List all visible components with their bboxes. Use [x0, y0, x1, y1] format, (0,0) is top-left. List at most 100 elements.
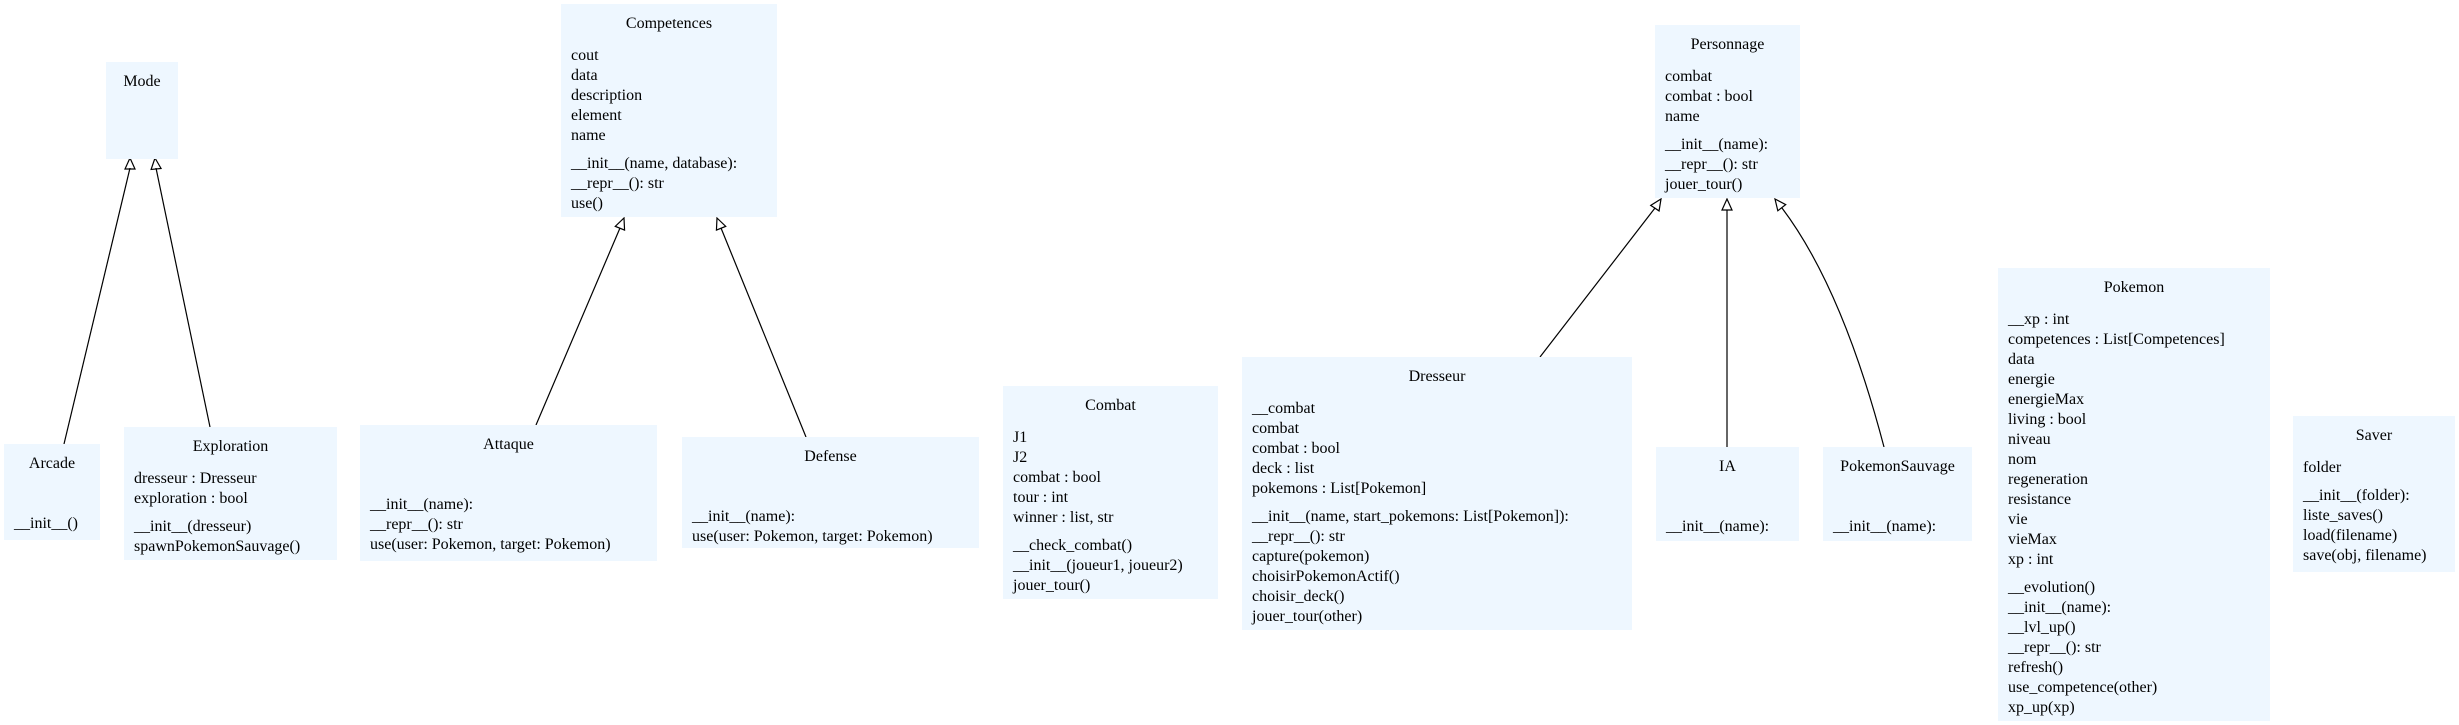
class-arcade: Arcade __init__(): [4, 444, 100, 540]
class-attributes: dresseur : Dresseur exploration : bool: [134, 469, 327, 509]
attribute: niveau: [2008, 431, 2051, 448]
method: __init__(name):: [1666, 518, 1770, 535]
method: __init__(name):: [692, 508, 796, 525]
class-name: Dresseur: [1408, 368, 1466, 385]
inheritance-edge-defense-competences: [715, 216, 807, 438]
hollow-arrowhead: [1649, 197, 1662, 212]
method: refresh(): [2008, 659, 2064, 676]
attribute: combat : bool: [1252, 440, 1340, 457]
method: __repr__(): str: [1252, 528, 1345, 545]
method: __repr__(): str: [1665, 156, 1758, 173]
attribute: dresseur : Dresseur: [134, 470, 257, 487]
class-attributes: [1666, 489, 1789, 509]
attribute: deck : list: [1252, 460, 1315, 477]
class-defense: Defense __init__(name): use(user: Pokemon,…: [682, 437, 979, 548]
class-name: Mode: [123, 73, 161, 90]
method: use(user: Pokemon, target: Pokemon): [692, 528, 933, 545]
method: save(obj, filename): [2303, 547, 2427, 564]
hollow-arrowhead: [124, 156, 136, 170]
hollow-arrowhead: [150, 156, 163, 171]
attribute: description: [571, 87, 643, 104]
attribute: resistance: [2008, 491, 2072, 508]
attribute: element: [571, 107, 622, 124]
class-methods: __init__(): [14, 514, 90, 534]
inheritance-edge-attaque-competences: [535, 216, 626, 426]
method: jouer_tour(): [1665, 176, 1743, 193]
method: __repr__(): str: [370, 516, 463, 533]
method: capture(pokemon): [1252, 548, 1370, 565]
method: load(filename): [2303, 527, 2398, 544]
method: __init__(name):: [1665, 136, 1769, 153]
inheritance-edge-pokemonsauvage-personnage: [1774, 197, 1885, 448]
hollow-arrowhead: [715, 216, 727, 231]
class-name: Saver: [2355, 427, 2393, 444]
class-methods: __init__(folder):liste_saves()load(filen…: [2303, 486, 2445, 566]
class-methods: __init__(name): __repr__(): str jouer_tour…: [1665, 135, 1790, 195]
method: __init__(name):: [370, 496, 474, 513]
class-methods: __init__(name):: [1666, 517, 1789, 537]
attribute: combat: [1252, 420, 1300, 437]
method: use(): [571, 195, 603, 212]
class-methods: __check_combat()__init__(joueur1, joueur…: [1013, 536, 1208, 596]
class-mode: Mode: [106, 62, 178, 159]
method: xp_up(xp): [2008, 699, 2075, 716]
class-name: Competences: [625, 15, 713, 32]
method: __evolution(): [2008, 579, 2096, 596]
class-methods: __init__(name):: [1833, 517, 1962, 537]
attribute: energie: [2008, 371, 2055, 388]
method: __init__(name, start_pokemons: List[Poke…: [1252, 508, 1569, 525]
class-ia: IA __init__(name):: [1656, 447, 1799, 541]
method: choisir_deck(): [1252, 588, 1345, 605]
method: use(user: Pokemon, target: Pokemon): [370, 536, 611, 553]
attribute: pokemons : List[Pokemon]: [1252, 480, 1427, 497]
inheritance-edge-dresseur-personnage: [1539, 197, 1662, 358]
class-methods: __init__(name): use(user: Pokemon, target…: [692, 507, 969, 547]
attribute: exploration : bool: [134, 490, 248, 507]
attribute: tour : int: [1013, 489, 1069, 506]
class-pokemonsauvage: PokemonSauvage __init__(name):: [1823, 447, 1972, 541]
class-name: PokemonSauvage: [1840, 458, 1955, 475]
attribute: __combat: [1252, 400, 1316, 417]
class-name: Exploration: [192, 438, 269, 455]
method: jouer_tour(): [1013, 577, 1091, 594]
class-name: IA: [1719, 458, 1736, 475]
class-attributes: [370, 467, 647, 487]
method: __init__(folder):: [2303, 487, 2410, 504]
class-methods: __init__(dresseur) spawnPokemonSauvage(): [134, 517, 327, 557]
attribute: vie: [2008, 511, 2028, 528]
method: choisirPokemonActif(): [1252, 568, 1400, 585]
method: __repr__(): str: [571, 175, 664, 192]
method: use_competence(other): [2008, 679, 2158, 696]
attribute: living : bool: [2008, 411, 2087, 428]
attribute: data: [2008, 351, 2035, 368]
class-exploration: Exploration dresseur : Dresseur exploratio…: [124, 427, 337, 560]
class-name: Attaque: [483, 436, 534, 453]
class-methods: __init__(name, start_pokemons: List[Poke…: [1252, 507, 1622, 627]
method: __init__(): [14, 515, 78, 532]
class-name: Combat: [1085, 397, 1136, 414]
class-methods: __evolution()__init__(name):__lvl_up()__…: [2008, 578, 2260, 718]
attribute: J1: [1013, 429, 1028, 446]
class-attributes: [1833, 489, 1962, 509]
attribute: regeneration: [2008, 471, 2088, 488]
attribute: J2: [1013, 449, 1028, 466]
attribute: energieMax: [2008, 391, 2085, 408]
method: __init__(joueur1, joueur2): [1013, 557, 1183, 574]
method: __init__(dresseur): [134, 518, 252, 535]
method: __init__(name):: [2008, 599, 2112, 616]
class-attributes: folder: [2303, 458, 2445, 478]
class-name: Defense: [804, 448, 857, 465]
class-name: Personnage: [1690, 36, 1765, 53]
attribute: winner : list, str: [1013, 509, 1114, 526]
class-name: Arcade: [28, 455, 76, 472]
class-name: Pokemon: [2103, 279, 2165, 296]
method: spawnPokemonSauvage(): [134, 538, 301, 555]
